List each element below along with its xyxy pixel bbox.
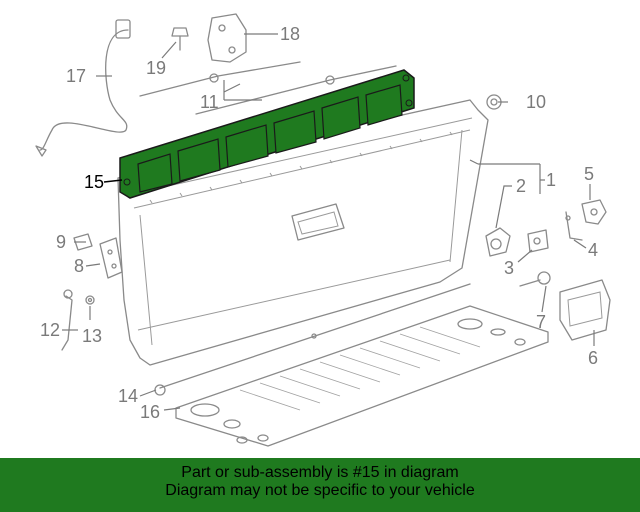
callout-6: 6 xyxy=(588,348,598,368)
part-6-handle xyxy=(559,279,611,341)
part-14-cable xyxy=(154,283,471,396)
info-banner: Part or sub-assembly is #15 in diagram D… xyxy=(0,458,640,512)
part-5-bracket xyxy=(581,199,607,225)
part-7-actuator xyxy=(519,271,551,287)
callout-16: 16 xyxy=(140,402,160,422)
banner-line-1: Part or sub-assembly is #15 in diagram xyxy=(181,464,459,481)
part-11-rods xyxy=(139,61,397,115)
callout-13: 13 xyxy=(82,326,102,346)
callout-3: 3 xyxy=(504,258,514,278)
callout-1: 1 xyxy=(546,170,556,190)
part-17-harness xyxy=(35,19,131,157)
part-2-latch xyxy=(485,227,511,257)
banner-line-2: Diagram may not be specific to your vehi… xyxy=(165,482,475,499)
callout-19: 19 xyxy=(146,58,166,78)
callout-14: 14 xyxy=(118,386,138,406)
callout-2: 2 xyxy=(516,176,526,196)
part-15-highlighted[interactable] xyxy=(119,69,415,199)
part-4-striker xyxy=(565,211,583,241)
parts-diagram: 1 2 3 4 5 6 7 8 9 10 11 12 13 14 16 17 1… xyxy=(35,13,611,447)
callout-9: 9 xyxy=(56,232,66,252)
part-12-strap xyxy=(61,289,73,351)
part-3-clip xyxy=(527,229,549,253)
callout-8: 8 xyxy=(74,256,84,276)
callout-15: 15 xyxy=(84,172,104,192)
tailgate-panel xyxy=(117,99,489,366)
callout-17: 17 xyxy=(66,66,86,86)
callout-7: 7 xyxy=(536,312,546,332)
part-16-panel xyxy=(175,305,549,447)
callout-lines xyxy=(62,33,595,411)
callout-5: 5 xyxy=(584,164,594,184)
callout-12: 12 xyxy=(40,320,60,340)
part-13-washer xyxy=(85,295,95,305)
callout-18: 18 xyxy=(280,24,300,44)
part-19-bolt xyxy=(171,27,189,51)
callout-10: 10 xyxy=(526,92,546,112)
callout-4: 4 xyxy=(588,240,598,260)
part-8-bracket xyxy=(99,237,123,279)
part-18-hinge xyxy=(207,13,247,63)
callout-labels: 1 2 3 4 5 6 7 8 9 10 11 12 13 14 16 17 1… xyxy=(40,24,598,422)
part-9-block xyxy=(73,233,93,251)
callout-11: 11 xyxy=(200,92,219,112)
